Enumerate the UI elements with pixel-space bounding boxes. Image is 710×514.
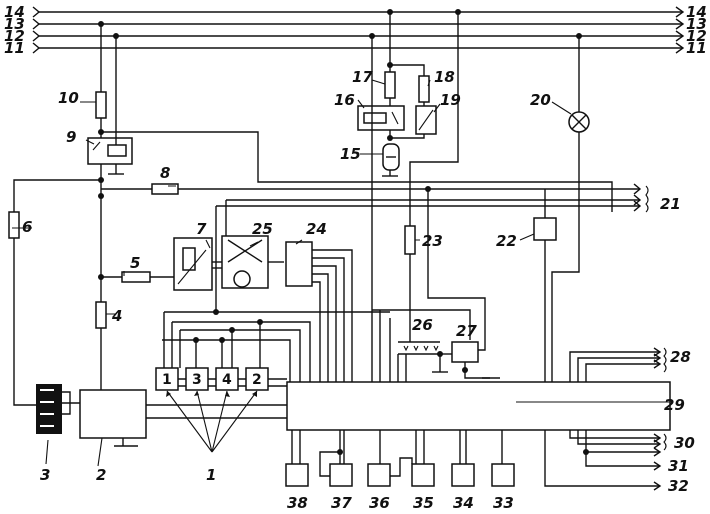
- label-34: 34: [453, 494, 474, 512]
- bus-label-12: 12: [4, 27, 25, 45]
- label-23: 23: [422, 232, 443, 250]
- label-25: 25: [252, 220, 273, 238]
- label-30: 30: [674, 434, 695, 452]
- label-19: 19: [440, 91, 461, 109]
- label-8: 8: [160, 164, 170, 182]
- fuse-4: [95, 301, 107, 329]
- bus-label-11-right: 11: [686, 39, 707, 57]
- sensor-box-label-4: 4: [222, 372, 232, 388]
- label-20: 20: [530, 91, 551, 109]
- bus-label-13-right: 13: [686, 15, 707, 33]
- label-24: 24: [306, 220, 327, 238]
- label-32: 32: [668, 477, 689, 495]
- label-29: 29: [664, 396, 685, 414]
- block-2: [79, 389, 287, 447]
- label-27: 27: [456, 322, 477, 340]
- power-buses: [32, 6, 685, 54]
- sensor-box-label-2: 2: [252, 372, 262, 388]
- fuse-17: [384, 71, 396, 99]
- fuse-18: [418, 75, 430, 103]
- label-37: 37: [331, 494, 352, 512]
- label-28: 28: [670, 348, 691, 366]
- block-34: [451, 463, 475, 487]
- controller-29: [286, 381, 671, 431]
- block-27: [451, 341, 479, 363]
- bottom-blocks: [285, 430, 515, 487]
- block-22: [533, 217, 557, 241]
- label-2: 2: [96, 466, 106, 484]
- label-5: 5: [130, 254, 140, 272]
- sensor-box-label-3: 3: [192, 372, 202, 388]
- block-35: [411, 463, 435, 487]
- bus-label-11: 11: [4, 39, 25, 57]
- block-38: [285, 463, 309, 487]
- sensor-boxes: [155, 367, 287, 391]
- fuse-23: [404, 225, 416, 255]
- left-power-chain: [8, 24, 640, 406]
- label-21: 21: [660, 195, 681, 213]
- label-10: 10: [58, 89, 79, 107]
- block-33: [491, 463, 515, 487]
- bus-label-12-right: 12: [686, 27, 707, 45]
- label-38: 38: [287, 494, 308, 512]
- label-35: 35: [413, 494, 434, 512]
- label-9: 9: [66, 128, 76, 146]
- label-4: 4: [111, 307, 122, 325]
- sensor-box-label-1: 1: [162, 372, 172, 388]
- battery-3: [36, 384, 80, 434]
- label-17: 17: [352, 68, 373, 86]
- label-15: 15: [340, 145, 361, 163]
- relay-group-16: [357, 12, 437, 382]
- label-6: 6: [22, 218, 32, 236]
- lamp-20: [551, 36, 590, 382]
- bus-label-13: 13: [4, 15, 25, 33]
- actuator-7: [173, 237, 226, 291]
- label-7: 7: [196, 220, 207, 238]
- label-1: 1: [206, 466, 216, 484]
- sensor-26: [397, 341, 452, 382]
- valve-25: [221, 235, 284, 289]
- label-26: 26: [412, 316, 433, 334]
- fuse-5: [121, 271, 151, 283]
- block-36: [367, 463, 391, 487]
- sensor-wiring: [162, 309, 390, 382]
- label-31: 31: [668, 457, 689, 475]
- fuse-6: [8, 211, 20, 239]
- label-16: 16: [334, 91, 355, 109]
- bus-label-14: 14: [4, 3, 25, 21]
- label-22: 22: [496, 232, 517, 250]
- bus-label-14-right: 14: [686, 3, 707, 21]
- block-37: [329, 463, 353, 487]
- label-33: 33: [493, 494, 514, 512]
- label-18: 18: [434, 68, 455, 86]
- label-3: 3: [40, 466, 50, 484]
- fuse-10: [95, 91, 107, 119]
- label-36: 36: [369, 494, 390, 512]
